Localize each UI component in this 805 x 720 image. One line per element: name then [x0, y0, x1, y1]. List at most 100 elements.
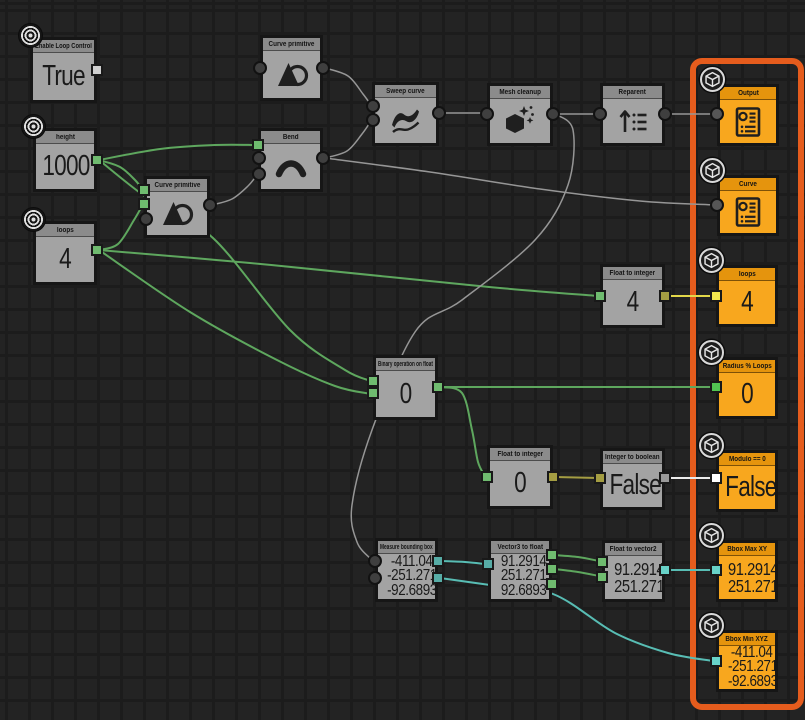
loops-var-out-port-0[interactable] — [91, 244, 103, 256]
node-measure-bounding-box[interactable]: Measure bounding box-411.04-251.271-92.6… — [375, 538, 438, 602]
node-title-bar[interactable]: Vector3 to float — [491, 541, 549, 554]
node-body[interactable]: 1000 — [36, 144, 94, 189]
curve-primitive-a-in-port-2[interactable] — [139, 212, 153, 226]
curve-primitive-a-in-port-1[interactable] — [138, 198, 150, 210]
node-sweep-curve[interactable]: Sweep curve — [372, 82, 439, 146]
cube-badge-icon[interactable] — [699, 66, 725, 92]
vector3-to-float-out-port-2[interactable] — [546, 563, 558, 575]
cube-badge-icon[interactable] — [698, 247, 724, 273]
integer-to-boolean-out-port-1[interactable] — [659, 472, 671, 484]
node-curve-primitive-a[interactable]: Curve primitive — [144, 176, 210, 238]
sweep-curve-in-port-1[interactable] — [366, 113, 380, 127]
node-body[interactable]: 4 — [603, 280, 662, 325]
node-body[interactable]: 0 — [719, 373, 775, 416]
node-title-bar[interactable]: Curve primitive — [147, 179, 207, 192]
curve-in-port-0[interactable] — [710, 198, 724, 212]
node-body[interactable]: -411.04-251.271-92.6893 — [719, 646, 775, 689]
sweep-curve-out-port-2[interactable] — [432, 106, 446, 120]
node-title-bar[interactable]: Binary operation on float — [376, 358, 435, 371]
node-curve-primitive-b[interactable]: Curve primitive — [260, 35, 323, 101]
node-title-bar[interactable]: Curve primitive — [263, 38, 320, 51]
bend-in-port-1[interactable] — [252, 151, 266, 165]
bend-out-port-3[interactable] — [316, 151, 330, 165]
node-title-bar[interactable]: Float to integer — [603, 267, 662, 280]
node-title-bar[interactable]: Output — [720, 87, 776, 100]
bend-in-port-2[interactable] — [252, 167, 266, 181]
node-title-bar[interactable]: Integer to boolean — [603, 451, 662, 464]
node-title-bar[interactable]: Modulo == 0 — [719, 453, 775, 466]
node-title-bar[interactable]: Radius % Loops — [719, 360, 775, 373]
node-title-bar[interactable]: Reparent — [603, 86, 662, 99]
node-body[interactable]: False — [603, 464, 662, 507]
node-title-bar[interactable]: Sweep curve — [375, 85, 436, 98]
node-title-bar[interactable]: Bbox Min XYZ — [719, 633, 775, 646]
measure-bounding-box-in-port-1[interactable] — [368, 571, 382, 585]
node-body[interactable] — [720, 100, 776, 143]
binary-op-in-port-1[interactable] — [367, 387, 379, 399]
cube-badge-icon[interactable] — [698, 339, 724, 365]
bbox-max-xy-in-port-0[interactable] — [710, 564, 722, 576]
binary-op-out-port-2[interactable] — [432, 381, 444, 393]
node-body[interactable] — [375, 98, 436, 143]
cube-badge-icon[interactable] — [698, 432, 724, 458]
node-bbox-min-xyz[interactable]: Bbox Min XYZ-411.04-251.271-92.6893 — [716, 630, 778, 692]
reparent-in-port-0[interactable] — [593, 107, 607, 121]
node-body[interactable] — [147, 192, 207, 235]
node-title-bar[interactable]: Bbox Max XY — [719, 543, 775, 556]
node-title-bar[interactable]: loops — [719, 268, 775, 281]
cube-badge-icon[interactable] — [698, 612, 724, 638]
node-title-bar[interactable]: Curve — [720, 178, 776, 191]
float-to-vector2-in-port-1[interactable] — [596, 571, 608, 583]
measure-bounding-box-out-port-2[interactable] — [432, 555, 444, 567]
rings-badge-icon[interactable] — [17, 22, 43, 48]
node-body[interactable]: True — [33, 53, 94, 100]
vector3-to-float-out-port-1[interactable] — [546, 549, 558, 561]
curve-primitive-a-out-port-3[interactable] — [203, 198, 217, 212]
node-body[interactable] — [490, 99, 550, 143]
float-to-vector2-in-port-0[interactable] — [596, 556, 608, 568]
node-mesh-cleanup[interactable]: Mesh cleanup — [487, 83, 553, 146]
mesh-cleanup-out-port-1[interactable] — [546, 107, 560, 121]
node-title-bar[interactable]: Measure bounding box — [378, 541, 435, 554]
loops-out-in-port-0[interactable] — [710, 290, 722, 302]
node-body[interactable] — [261, 144, 320, 189]
measure-bounding-box-out-port-3[interactable] — [432, 572, 444, 584]
measure-bounding-box-in-port-0[interactable] — [368, 554, 382, 568]
float-to-integer-b-out-port-1[interactable] — [547, 471, 559, 483]
node-curve[interactable]: Curve — [717, 175, 779, 236]
node-body[interactable]: 4 — [719, 281, 775, 324]
float-to-vector2-out-port-2[interactable] — [659, 564, 671, 576]
node-output[interactable]: Output — [717, 84, 779, 146]
bbox-min-xyz-in-port-0[interactable] — [710, 655, 722, 667]
node-body[interactable] — [603, 99, 662, 143]
vector3-to-float-in-port-0[interactable] — [482, 558, 494, 570]
node-body[interactable] — [720, 191, 776, 233]
node-title-bar[interactable]: Float to integer — [490, 448, 550, 461]
rings-badge-icon[interactable] — [20, 113, 46, 139]
sweep-curve-in-port-0[interactable] — [366, 99, 380, 113]
float-to-integer-a-out-port-1[interactable] — [659, 290, 671, 302]
float-to-integer-a-in-port-0[interactable] — [594, 290, 606, 302]
rings-badge-icon[interactable] — [20, 206, 46, 232]
modulo-eq-0-in-port-0[interactable] — [710, 472, 722, 484]
mesh-cleanup-in-port-0[interactable] — [480, 107, 494, 121]
node-title-bar[interactable]: Enable Loop Control — [33, 40, 94, 53]
node-title-bar[interactable]: Bend — [261, 131, 320, 144]
cube-badge-icon[interactable] — [698, 522, 724, 548]
